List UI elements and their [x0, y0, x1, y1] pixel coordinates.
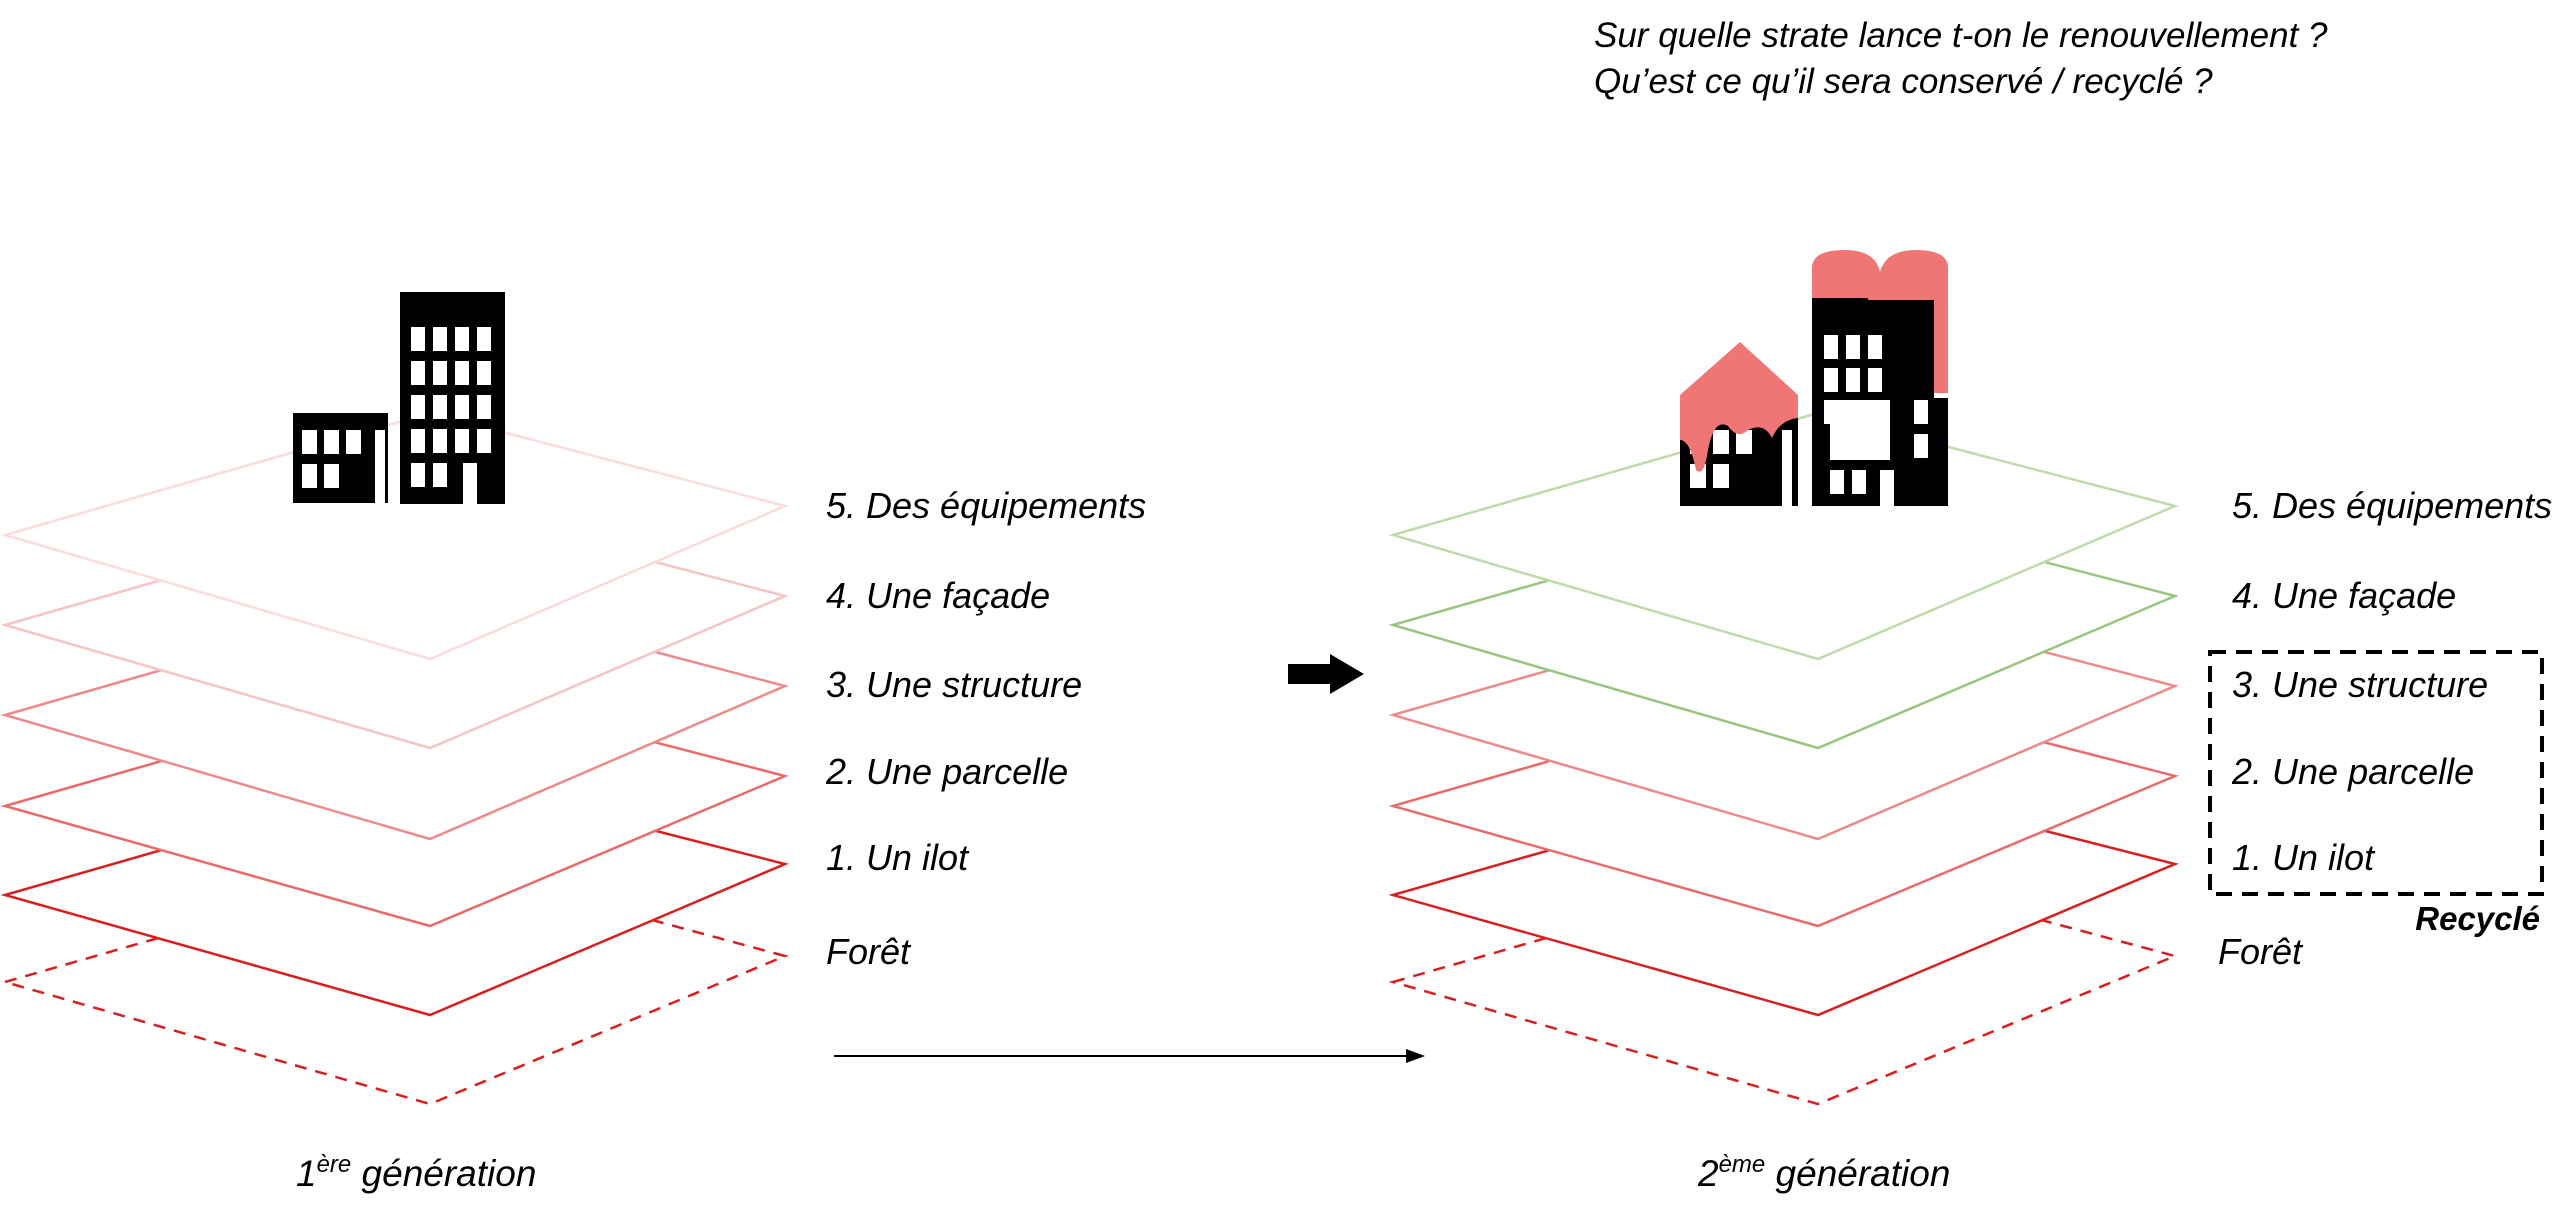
generation-second-number: 2 [1697, 1153, 1719, 1194]
label-layer-1-second: 1. Un ilot [2232, 837, 2376, 878]
stack-second-generation [1388, 250, 2179, 1106]
timeline-arrow [834, 1049, 1425, 1063]
generation-second-caption: 2ème génération [1697, 1151, 1950, 1194]
recycled-box [2208, 650, 2544, 896]
question-line-1: Sur quelle strate lance t-on le renouvel… [1594, 16, 2328, 55]
labels-first-generation: 5. Des équipements 4. Une façade 3. Une … [825, 485, 1146, 972]
label-forest-second: Forêt [2218, 931, 2304, 972]
labels-second-generation: 5. Des équipements 4. Une façade 3. Une … [2218, 485, 2552, 972]
layer-5-first [0, 411, 789, 661]
label-layer-1-first: 1. Un ilot [826, 837, 970, 878]
generation-first-sup: ère [317, 1151, 352, 1178]
generation-first-number: 1 [296, 1153, 317, 1194]
generation-second-sup: ème [1719, 1151, 1766, 1178]
label-layer-5-first: 5. Des équipements [826, 485, 1146, 526]
generation-first-caption: 1ère génération [296, 1151, 536, 1194]
recycled-label: Recyclé [2415, 900, 2540, 937]
label-layer-3-second: 3. Une structure [2232, 664, 2488, 705]
generation-first-word: génération [351, 1153, 536, 1194]
buildings-icon [293, 292, 505, 504]
label-forest-first: Forêt [826, 931, 912, 972]
question-line-2: Qu’est ce qu’il sera conservé / recyclé … [1594, 62, 2213, 101]
damaged-buildings-icon [1680, 250, 1948, 506]
label-layer-5-second: 5. Des équipements [2232, 485, 2552, 526]
label-layer-2-second: 2. Une parcelle [2231, 751, 2474, 792]
stack-first-generation [0, 292, 789, 1106]
arrow-right-icon [1288, 654, 1364, 694]
layer-5-second [1388, 411, 2179, 661]
label-layer-2-first: 2. Une parcelle [825, 751, 1068, 792]
label-layer-4-first: 4. Une façade [826, 575, 1050, 616]
generation-second-word: génération [1765, 1153, 1950, 1194]
label-layer-3-first: 3. Une structure [826, 664, 1082, 705]
label-layer-4-second: 4. Une façade [2232, 575, 2456, 616]
